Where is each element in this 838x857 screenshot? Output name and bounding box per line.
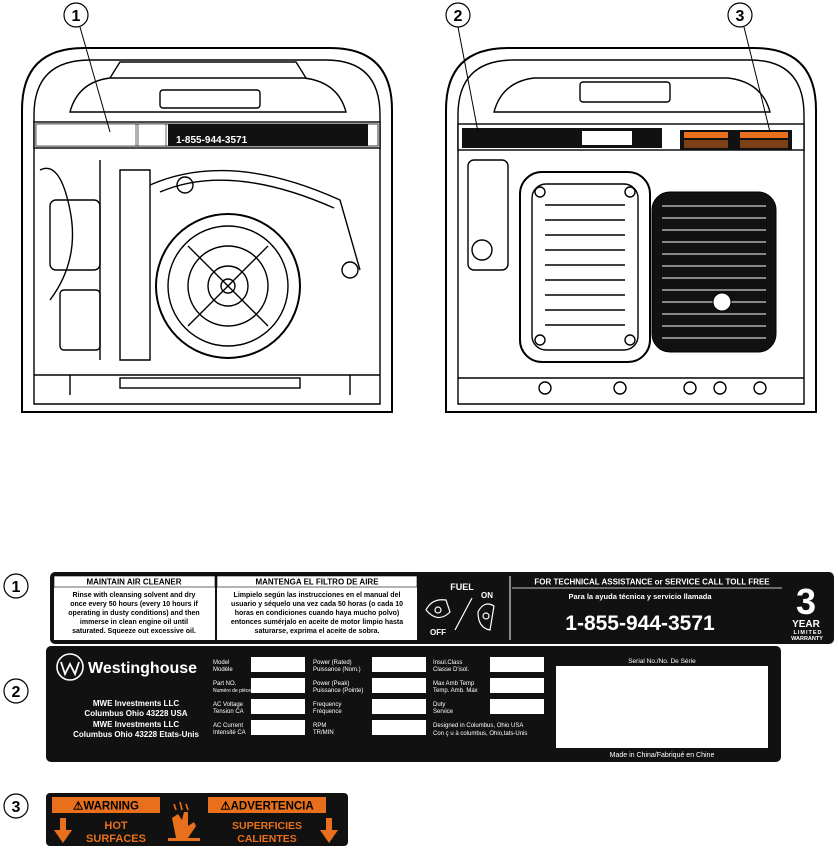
label1-off: OFF [430, 628, 446, 637]
svg-text:Puissance (Nom.): Puissance (Nom.) [313, 667, 361, 673]
svg-text:Classe D'isol.: Classe D'isol. [433, 667, 469, 673]
callout-2-top: 2 [445, 2, 479, 133]
rear-label-2-miniature [462, 128, 662, 148]
label1-en-heading: MAINTAIN AIR CLEANER [86, 578, 181, 587]
svg-text:Model: Model [213, 660, 229, 666]
address-line: MWE Investments LLC [93, 720, 179, 729]
svg-text:Con ç u à columbus, Ohio,tats-: Con ç u à columbus, Ohio,tats-Unis [433, 731, 527, 737]
brand-name: Westinghouse [88, 660, 197, 677]
serial-label: Serial No./No. De Série [628, 658, 696, 665]
warning-heading: ⚠WARNING [73, 801, 139, 813]
svg-text:Part NO.: Part NO. [213, 681, 237, 687]
label1-es-line: horas en condiciones cuando haya mucho p… [235, 610, 400, 617]
label1-en-line: once every 50 hours (every 10 hours if [70, 601, 198, 608]
svg-text:Service: Service [433, 709, 454, 715]
label1-es-heading: MANTENGA EL FILTRO DE AIRE [255, 578, 379, 587]
svg-text:Duty: Duty [433, 702, 445, 708]
svg-text:Frequency: Frequency [313, 702, 341, 708]
serial-number-box [556, 666, 768, 748]
mini-phone-text: 1-855-944-3571 [176, 135, 248, 146]
svg-text:1: 1 [12, 579, 21, 596]
label1-es-line: saturarse, exprima el aceite de sobra. [255, 628, 380, 635]
address-line: Columbus Ohio 43228 USA [84, 709, 187, 718]
label1-en-line: immerse in clean engine oil until [80, 619, 188, 626]
generator-front-view [21, 47, 393, 413]
down-arrow-icon [320, 818, 338, 843]
spec-column-2: Power (Rated) Puissance (Nom.) Power (Pe… [313, 657, 426, 736]
svg-text:Max Amb Temp: Max Amb Temp [433, 681, 475, 687]
label1-es-line: usuario y séquelo una vez cada 50 horas … [231, 601, 403, 608]
label1-support-sub: Para la ayuda técnica y servicio llamada [569, 592, 713, 601]
label-3-hot-surfaces-warning: ⚠WARNING HOT SURFACES ⚠ADVERTENCIA SUPER… [46, 793, 348, 846]
svg-text:Numéro de pièce: Numéro de pièce [213, 688, 251, 694]
label1-support-heading: FOR TECHNICAL ASSISTANCE or SERVICE CALL… [534, 578, 770, 587]
svg-text:Insul.Class: Insul.Class [433, 660, 462, 666]
label1-phone: 1-855-944-3571 [565, 612, 715, 635]
made-in-text: Made in China/Fabriqué en Chine [610, 752, 715, 759]
svg-text:2: 2 [12, 684, 21, 701]
hot-surface-hand-icon [168, 800, 200, 842]
hot-surfaces-line: HOT [104, 820, 128, 832]
callout-1-top: 1 [63, 2, 111, 133]
fuel-valve-icon [425, 597, 495, 631]
warranty-year: YEAR [792, 619, 821, 630]
callout-3-top: 3 [727, 2, 771, 133]
label1-fuel: FUEL [450, 582, 474, 592]
label1-en-line: operating in dusty conditions) and then [68, 610, 199, 617]
address-line: MWE Investments LLC [93, 699, 179, 708]
muffler-guard [651, 191, 777, 353]
callout-2-detail: 2 [3, 678, 29, 704]
superficies-line: SUPERFICIES [232, 820, 302, 832]
spec-column-1: Model Modèle Part NO. Numéro de pièce AC… [213, 657, 305, 736]
callout-1-detail: 1 [3, 573, 29, 599]
label1-en-line: Rinse with cleansing solvent and dry [73, 592, 196, 599]
svg-text:Designed in Columbus, Ohio USA: Designed in Columbus, Ohio USA [433, 723, 523, 729]
warranty-limited: LIMITED [794, 630, 823, 636]
svg-text:2: 2 [454, 8, 463, 25]
callout-3-detail: 3 [3, 793, 29, 819]
label1-es-line: entonces sumérjalo en aceite de motor li… [231, 619, 403, 626]
svg-text:3: 3 [736, 8, 745, 25]
svg-text:Fréquence: Fréquence [313, 709, 342, 715]
spec-column-3: Insul.Class Classe D'isol. Max Amb Temp … [433, 657, 544, 737]
svg-text:TR/MIN: TR/MIN [313, 730, 334, 736]
svg-text:Power (Rated): Power (Rated) [313, 660, 352, 666]
svg-text:Tension CA: Tension CA [213, 709, 244, 715]
svg-text:Power (Peak): Power (Peak) [313, 681, 349, 687]
warranty-word: WARRANTY [791, 636, 823, 642]
svg-text:AC Voltage: AC Voltage [213, 702, 244, 708]
rear-label-3-miniature [680, 130, 792, 150]
label-1-air-cleaner-fuel-support: MAINTAIN AIR CLEANER Rinse with cleansin… [50, 572, 834, 644]
label1-en-line: saturated. Squeeze out excessive oil. [72, 628, 196, 635]
svg-text:Modèle: Modèle [213, 667, 233, 673]
svg-text:AC Current: AC Current [213, 723, 243, 729]
hot-surfaces-line: SURFACES [86, 833, 146, 845]
svg-text:Intensité CA: Intensité CA [213, 730, 246, 736]
svg-text:RPM: RPM [313, 723, 326, 729]
down-arrow-icon [54, 818, 72, 843]
superficies-line: CALIENTES [237, 833, 297, 845]
svg-text:3: 3 [12, 799, 21, 816]
advertencia-heading: ⚠ADVERTENCIA [220, 801, 313, 813]
svg-text:1: 1 [72, 8, 81, 25]
front-label-1-miniature: 1-855-944-3571 [35, 123, 379, 147]
svg-text:Temp. Amb. Max: Temp. Amb. Max [433, 688, 478, 694]
warranty-number: 3 [796, 581, 816, 622]
label1-on: ON [481, 591, 493, 600]
address-line: Columbus Ohio 43228 Etats-Unis [73, 730, 199, 739]
westinghouse-logo-icon [56, 653, 84, 681]
svg-text:Puissance (Pointe): Puissance (Pointe) [313, 688, 363, 694]
label1-es-line: Limpielo según las instrucciones en el m… [234, 592, 401, 599]
label-2-rating-plate: Westinghouse MWE Investments LLC Columbu… [46, 646, 781, 762]
